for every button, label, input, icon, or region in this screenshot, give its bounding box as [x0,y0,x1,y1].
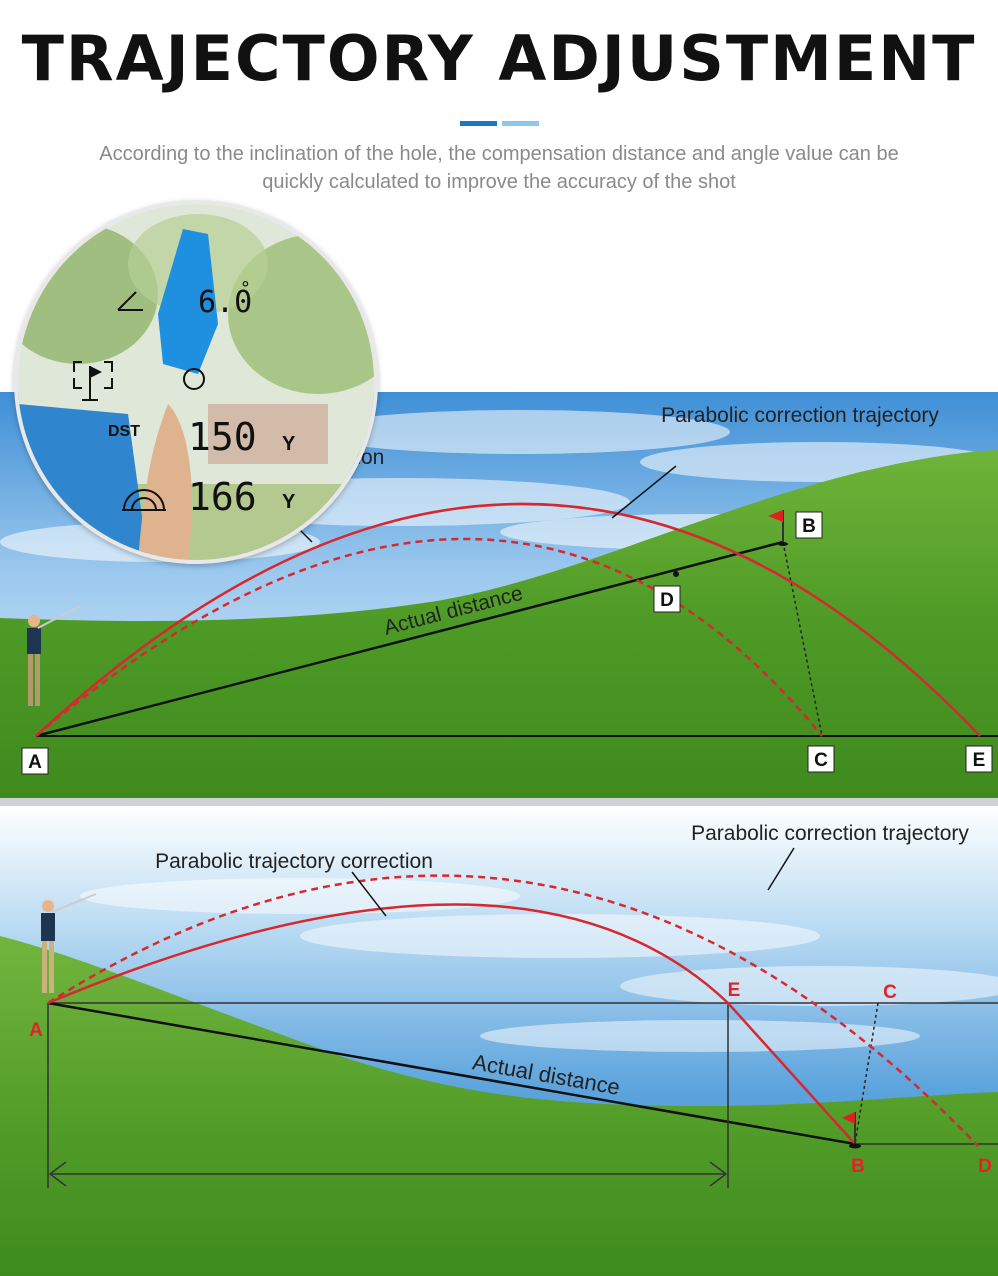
label-trajectory-correction: Parabolic trajectory correction [155,850,433,873]
correction-trajectory [35,502,981,737]
drop-line [782,541,823,737]
grass-hill [0,936,998,1276]
point-label-b: B [795,511,823,539]
point-d-marker [673,571,679,577]
dashed-trajectory [47,874,979,1147]
point-label-d: D [653,585,681,613]
point-label-b: B [851,1156,865,1177]
dashed-trajectory [35,537,823,737]
label-parabolic-correction: Parabolic correction trajectory [661,404,939,427]
subtitle-line-1: According to the inclination of the hole… [99,143,899,165]
slope-dome-icon [122,489,166,511]
svg-text:D: D [660,590,674,611]
svg-text:E: E [973,750,986,771]
corrected-value: 166 [188,475,257,519]
label-leader-2 [299,529,313,543]
panel-divider [0,798,998,806]
point-label-c: C [883,982,897,1003]
golfer-figure [27,605,81,706]
grass-hill [0,450,998,798]
point-label-c: C [807,745,835,773]
label-leader-1 [351,871,387,917]
svg-text:A: A [28,752,42,773]
svg-text:B: B [802,516,816,537]
golfer-figure [41,893,97,993]
scope-flag [158,229,218,374]
point-label-a: A [21,747,49,775]
actual-distance-line [35,540,784,738]
horizontal-span-arrow [48,1161,728,1187]
angle-value: 6.0 [198,285,252,320]
point-label-e: E [965,745,993,773]
page-title: TRAJECTORY ADJUSTMENT [21,22,977,95]
label-parabolic-correction: Parabolic correction trajectory [691,822,969,845]
point-label-d: D [978,1156,992,1177]
actual-distance-line [47,1001,856,1146]
point-label-a: A [29,1020,43,1041]
flag-icon [768,510,788,546]
svg-text:C: C [814,750,828,771]
downhill-diagram: Parabolic correction trajectory Paraboli… [0,806,998,1276]
correction-trajectory [47,903,856,1145]
flag-target-icon [73,361,113,401]
dst-label: DST [108,423,140,440]
distance-unit: Y [282,433,296,455]
clouds [80,878,998,1052]
angle-unit: ° [240,278,251,299]
accent-bar-dark [460,121,497,126]
circle-icon [183,368,205,390]
label-leader-2 [767,847,795,891]
label-leader-1 [611,465,677,519]
flag-icon [842,1112,861,1149]
page-subtitle: According to the inclination of the hole… [30,140,968,196]
rangefinder-scope-view: 6.0 ° DST 150 Y 166 Y [14,200,378,564]
subtitle-line-2: quickly calculated to improve the accura… [262,171,736,193]
corrected-unit: Y [282,491,296,513]
point-label-e: E [728,980,741,1001]
accent-bar-light [502,121,539,126]
angle-icon [117,291,143,311]
distance-value: 150 [188,415,257,459]
